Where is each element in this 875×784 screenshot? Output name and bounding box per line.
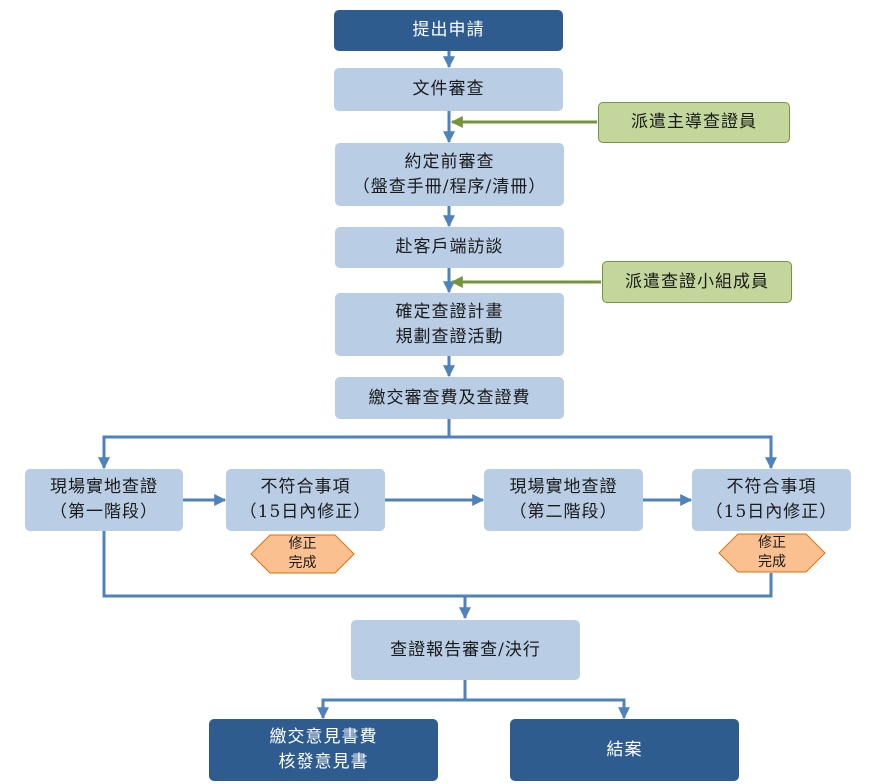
- step-doc-review: 文件審查: [334, 68, 563, 111]
- step-fees-label: 繳交審查費及查證費: [368, 387, 531, 408]
- step-plan: 確定查證計畫 規劃查證活動: [335, 293, 564, 356]
- step-apply: 提出申請: [334, 10, 563, 51]
- fix-complete-1-line2: 完成: [288, 555, 317, 571]
- step-nonconformity-1: 不符合事項 （15日內修正）: [226, 469, 385, 531]
- step-doc-review-label: 文件審查: [412, 79, 485, 99]
- arrow-fees-split-right: [449, 435, 777, 470]
- step-nonconformity-2: 不符合事項 （15日內修正）: [692, 469, 851, 531]
- step-close: 結案: [510, 719, 739, 781]
- step-assign-lead: 派遣主導查證員: [598, 102, 790, 143]
- step-assign-lead-label: 派遣主導查證員: [631, 112, 757, 132]
- step-opinion-fee: 繳交意見書費 核發意見書: [209, 719, 438, 781]
- step-nonconformity-1-line1: 不符合事項: [260, 477, 351, 497]
- step-report-review: 查證報告審查/決行: [351, 620, 580, 680]
- step-report-review-label: 查證報告審查/決行: [390, 639, 541, 660]
- step-nonconformity-2-line1: 不符合事項: [726, 477, 817, 497]
- fix-complete-2-line1: 修正: [758, 535, 786, 551]
- step-apply-label: 提出申請: [412, 20, 485, 40]
- step-onsite-phase2: 現場實地查證 （第二階段）: [484, 469, 643, 531]
- step-assign-team-label: 派遣查證小組成員: [625, 271, 769, 292]
- step-client-interview: 赴客戶端訪談: [335, 227, 564, 268]
- step-pre-review-line2: （盤查手冊/程序/清冊）: [352, 176, 547, 197]
- step-close-label: 結案: [606, 739, 643, 760]
- step-fees: 繳交審查費及查證費: [335, 377, 564, 419]
- step-onsite-phase1: 現場實地查證 （第一階段）: [25, 469, 183, 531]
- arrow-fees-split-left: [98, 419, 451, 470]
- fix-complete-1: 修正 完成: [250, 534, 355, 574]
- step-client-interview-label: 赴客戶端訪談: [395, 237, 504, 257]
- step-onsite-phase1-line1: 現場實地查證: [50, 477, 158, 497]
- step-plan-line2: 規劃查證活動: [395, 326, 504, 347]
- step-onsite-phase2-line2: （第二階段）: [509, 502, 618, 522]
- step-onsite-phase2-line1: 現場實地查證: [509, 477, 618, 497]
- fix-complete-2-line2: 完成: [758, 554, 786, 570]
- step-onsite-phase1-line2: （第一階段）: [50, 502, 158, 522]
- step-opinion-fee-line2: 核發意見書: [278, 752, 369, 772]
- hexagon-shape: [718, 533, 826, 573]
- fix-complete-1-line1: 修正: [288, 536, 317, 552]
- arrow-merge-to-report: [102, 531, 773, 598]
- step-pre-review-line1: 約定前審查: [404, 151, 495, 172]
- hexagon-shape: [250, 534, 355, 574]
- step-pre-review: 約定前審查 （盤查手冊/程序/清冊）: [335, 143, 564, 206]
- step-opinion-fee-line1: 繳交意見書費: [269, 727, 378, 747]
- step-nonconformity-1-line2: （15日內修正）: [239, 502, 372, 522]
- fix-complete-2: 修正 完成: [718, 533, 826, 573]
- arrow-report-split-right: [465, 698, 630, 720]
- step-nonconformity-2-line2: （15日內修正）: [705, 502, 838, 522]
- step-assign-team: 派遣查證小組成員: [602, 261, 792, 303]
- step-plan-line1: 確定查證計畫: [395, 301, 504, 322]
- arrow-report-split-left: [317, 680, 467, 720]
